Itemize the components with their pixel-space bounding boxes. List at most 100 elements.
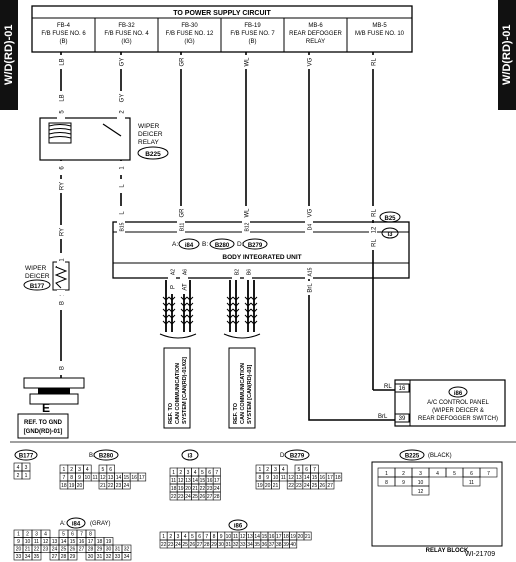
- can-ref-0-l3: SYSTEM [CAN(RD)-01/02]: [182, 357, 188, 424]
- grid-b279-pin: 1: [259, 467, 262, 473]
- grid-i84-pin: 33: [115, 554, 121, 560]
- grid-i84-pin: 34: [124, 554, 130, 560]
- wire-lb-mid: LB: [60, 94, 66, 101]
- ac-panel-label-3: REAR DEFOGGER SWITCH): [418, 416, 498, 422]
- grid-i86-pin: 20: [298, 534, 304, 540]
- grid-i84-pin: 15: [70, 539, 76, 545]
- grid-relay-pin: 10: [418, 480, 424, 486]
- grid-i84-pin: 30: [106, 547, 112, 553]
- relay-conn-badge: [137, 146, 169, 160]
- grid-relay-pin: 5: [453, 471, 456, 477]
- grid-b280-pin: 13: [108, 475, 114, 481]
- grid-i84-pin: 16: [79, 539, 85, 545]
- bim-d: D:: [237, 241, 244, 248]
- can-ref-0-l1: REF. TO: [168, 402, 174, 424]
- grid-i3-pin: 27: [207, 494, 213, 500]
- grid-b280-pin: 20: [77, 483, 83, 489]
- grid-i84-pin: 31: [115, 547, 121, 553]
- grid-b280-pin: 9: [78, 475, 81, 481]
- wire-l-1: L: [120, 184, 126, 188]
- fuse-2-l3: (IG): [184, 39, 194, 45]
- bim-b: B:: [202, 241, 208, 248]
- grid-relay-pin: 12: [418, 489, 424, 495]
- grid-relay-pin: 9: [402, 480, 405, 486]
- grid-i86-pin: 21: [305, 534, 311, 540]
- grid-i84-pin: 26: [70, 547, 76, 553]
- grid-b280-pin: 12: [100, 475, 106, 481]
- grid-i3-pin: 4: [194, 470, 197, 476]
- grid-i86-pin: 30: [218, 542, 224, 548]
- ac-control-panel: [394, 379, 506, 427]
- grid-i84-pin: 29: [70, 554, 76, 560]
- power-supply-box: [31, 5, 413, 53]
- wiper-deicer-relay: [39, 117, 131, 161]
- grid-b279-pin: 8: [259, 475, 262, 481]
- relay-label-3: RELAY: [138, 139, 159, 146]
- grid-b280-pin: 16: [131, 475, 137, 481]
- bim-a: A:: [172, 241, 178, 248]
- grid-relay-pin: 7: [487, 471, 490, 477]
- grid-i84-pin: 23: [43, 547, 49, 553]
- fuse-0-l1: FB-4: [57, 23, 71, 29]
- grid-i84-pin: 28: [61, 554, 67, 560]
- grid-b280-pin: 22: [108, 483, 114, 489]
- grid-i86-pin: 9: [220, 534, 223, 540]
- grid-i84-pin: 11: [34, 539, 39, 545]
- grid-b177-pin: 1: [25, 473, 28, 479]
- grid-i86-pin: 32: [233, 542, 239, 548]
- fuse-3-l1: FB-19: [244, 23, 261, 29]
- grid-b279-pin: 12: [288, 475, 294, 481]
- bim-b-conn: B280: [215, 243, 230, 249]
- fuse-0-l3: (B): [60, 39, 68, 45]
- fuse-4-l1: MB-6: [308, 23, 323, 29]
- conn-i84: i84: [72, 522, 81, 528]
- conn-b177: B177: [19, 454, 34, 460]
- grid-i86-pin: 25: [182, 542, 188, 548]
- grid-i84-pin: 32: [124, 547, 130, 553]
- conn-i3: i3: [187, 454, 193, 460]
- grid-b177-pin: 2: [17, 473, 20, 479]
- ac-pin-16: 16: [399, 386, 406, 392]
- grid-i3-pin: 15: [200, 478, 206, 484]
- wire-b-1: B: [60, 301, 66, 305]
- grid-relay-pin: 2: [402, 471, 405, 477]
- grid-b280-pin: 14: [116, 475, 122, 481]
- pin-a15: A15: [308, 267, 314, 276]
- grid-b279-pin: 24: [304, 483, 310, 489]
- grid-i84-pin: 13: [52, 539, 58, 545]
- grid-i3-pin: 19: [178, 486, 184, 492]
- grid-relay-pin: 1: [385, 471, 388, 477]
- can-ref-box-1: [163, 347, 191, 429]
- grid-b279-pin: 23: [296, 483, 302, 489]
- grid-b279-pin: 27: [327, 483, 333, 489]
- wire-rl-3: RL: [372, 239, 378, 247]
- grid-b279-pin: 10: [273, 475, 279, 481]
- grid-i84-pin: 20: [16, 547, 22, 553]
- can-ref-1-l2: CAN COMMUNICATION: [240, 363, 246, 424]
- grid-i84-pin: 5: [62, 532, 65, 538]
- grid-i86-pin: 29: [211, 542, 217, 548]
- grid-i3-pin: 20: [185, 486, 191, 492]
- grid-i86-pin: 19: [290, 534, 296, 540]
- grid-b177-pin: 4: [17, 465, 20, 471]
- relay-conn-label: B225: [145, 151, 161, 158]
- grid-b279-pin: 20: [265, 483, 271, 489]
- fuse-3-l2: F/B FUSE NO. 7: [230, 31, 275, 37]
- bim-d-conn: B279: [248, 243, 263, 249]
- ac-wire-brl: BrL: [378, 414, 388, 420]
- grid-i3-pin: 22: [171, 494, 177, 500]
- grid-b280-pin: 5: [102, 467, 105, 473]
- grid-b280-pin: 4: [86, 467, 89, 473]
- grid-i84-pin: 9: [17, 539, 20, 545]
- grid-i3-pin: 1: [172, 470, 175, 476]
- grid-i84-pin: 3: [35, 532, 38, 538]
- grid-i3-pin: 23: [207, 486, 213, 492]
- grid-i86-pin: 8: [213, 534, 216, 540]
- grid-b279-pin: 17: [327, 475, 333, 481]
- grid-i86-pin: 31: [226, 542, 232, 548]
- grid-i3-pin: 14: [192, 478, 198, 484]
- grid-i84-pin: 18: [97, 539, 103, 545]
- grid-i86-pin: 27: [197, 542, 203, 548]
